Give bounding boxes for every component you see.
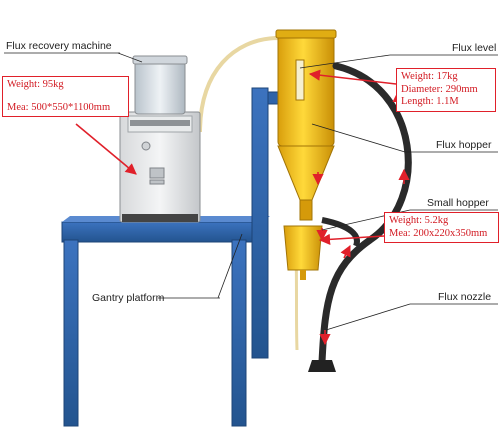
spec-hopper-length: Length: 1.1M	[401, 96, 459, 107]
spec-small-weight: Weight: 5.2kg	[389, 215, 449, 226]
spec-pointers	[75, 69, 397, 245]
label-flux-hopper: Flux hopper	[436, 139, 492, 151]
hose-branch	[321, 217, 360, 248]
spec-machine-mea: Mea: 500*550*1100mm	[7, 101, 111, 113]
spec-machine-weight: Weight: 95kg	[7, 79, 64, 90]
spec-small-mea: Mea: 200x220x350mm	[389, 227, 488, 239]
spec-box-machine: Weight: 95kg Mea: 500*550*1100mm	[2, 76, 129, 117]
spec-box-small-hopper: Weight: 5.2kg Mea: 200x220x350mm	[384, 212, 499, 243]
flux-nozzle	[308, 360, 336, 372]
callout-lines	[4, 52, 498, 331]
label-small-hopper: Small hopper	[427, 197, 489, 209]
label-gantry-platform: Gantry platform	[92, 292, 165, 304]
flux-hopper	[275, 29, 337, 221]
flux-recovery-machine	[119, 55, 201, 223]
gantry-platform	[61, 87, 283, 427]
label-flux-recovery-machine: Flux recovery machine	[6, 40, 112, 52]
spec-box-flux-hopper: Weight: 17kg Diameter: 290mm Length: 1.1…	[396, 68, 496, 112]
spec-hopper-diameter: Diameter: 290mm	[401, 83, 478, 95]
small-hopper	[283, 225, 323, 280]
label-flux-level: Flux level	[452, 42, 497, 54]
spec-hopper-weight: Weight: 17kg	[401, 71, 458, 82]
label-flux-nozzle: Flux nozzle	[438, 291, 492, 303]
